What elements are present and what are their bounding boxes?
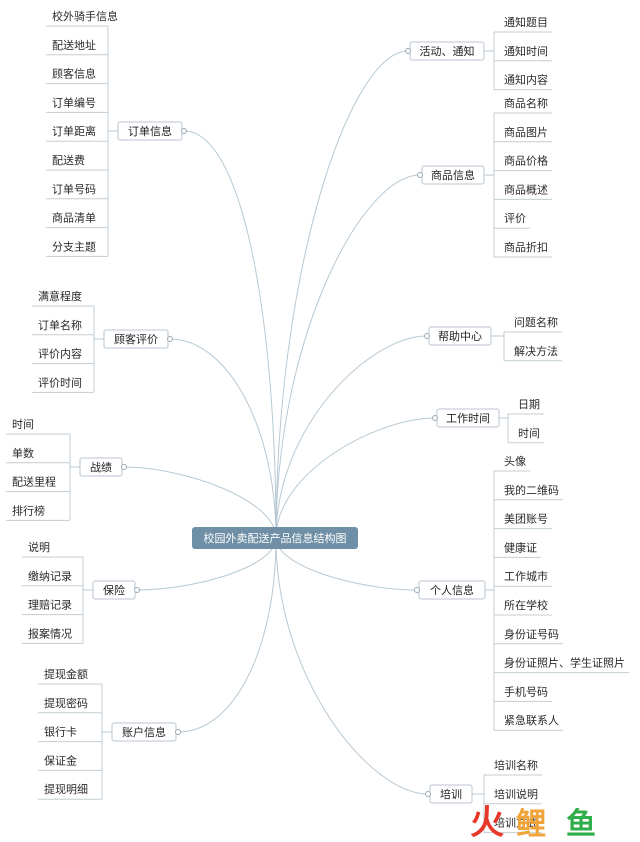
leaf-node[interactable]: 说明 [28, 540, 50, 554]
leaf-node[interactable]: 培训说明 [494, 787, 538, 801]
leaf-node[interactable]: 我的二维码 [504, 483, 559, 497]
leaf-node[interactable]: 工作城市 [504, 569, 548, 583]
leaf-node[interactable]: 解决方法 [514, 344, 558, 358]
leaf-node[interactable]: 时间 [518, 427, 540, 440]
leaf-node[interactable]: 健康证 [504, 540, 537, 554]
collapse-toggle-icon[interactable] [432, 415, 438, 421]
leaf-node[interactable]: 评价内容 [38, 347, 82, 361]
branch-connector [275, 335, 428, 539]
branch-node-label: 订单信息 [128, 124, 172, 138]
watermark-char-3: 鱼 [566, 807, 596, 842]
branch-node-label: 帮助中心 [438, 329, 482, 343]
leaf-node[interactable]: 日期 [518, 398, 540, 411]
leaf-node[interactable]: 提现密码 [44, 696, 88, 710]
leaf-node[interactable]: 通知内容 [504, 73, 548, 87]
branch-connector [275, 417, 436, 539]
branch-node-label: 保险 [103, 583, 125, 597]
branch-node-label: 战绩 [90, 461, 112, 474]
branch-connector [169, 338, 277, 539]
leaf-node[interactable]: 满意程度 [38, 289, 82, 303]
leaf-node[interactable]: 商品价格 [504, 154, 548, 168]
branch-node-label: 顾客评价 [114, 332, 158, 346]
leaf-node[interactable]: 顾客信息 [52, 67, 96, 81]
collapse-toggle-icon[interactable] [181, 128, 187, 134]
leaf-node[interactable]: 头像 [504, 455, 526, 468]
leaf-node[interactable]: 配送费 [52, 153, 85, 167]
leaf-node[interactable]: 时间 [12, 418, 34, 431]
root-node [192, 527, 358, 549]
branch-connector [275, 50, 409, 539]
watermark-char-2: 鲤 [516, 807, 546, 842]
leaf-node[interactable]: 美团账号 [504, 513, 548, 526]
branch-node-label: 商品信息 [431, 168, 475, 182]
branch-connector [275, 174, 421, 539]
leaf-node[interactable]: 缴纳记录 [28, 569, 72, 583]
collapse-toggle-icon[interactable] [134, 587, 140, 593]
leaf-node[interactable]: 配送地址 [52, 38, 96, 52]
collapse-toggle-icon[interactable] [167, 336, 173, 342]
root-node-label: 校园外卖配送产品信息结构图 [204, 531, 347, 545]
branch-node-label: 活动、通知 [420, 44, 475, 58]
leaf-node[interactable]: 银行卡 [44, 725, 77, 739]
branch-node-label: 培训 [440, 787, 462, 801]
leaf-node[interactable]: 订单号码 [52, 183, 96, 196]
node-layer: 校园外卖配送产品信息结构图 订单信息 校外骑手信息配送地址顾客信息订单编号订单距离配… [12, 9, 625, 830]
branch-node-label: 账户信息 [122, 725, 166, 739]
branch-connector [123, 466, 277, 539]
collapse-toggle-icon[interactable] [417, 172, 423, 178]
branch-node-label: 工作时间 [446, 412, 490, 425]
leaf-node[interactable]: 手机号码 [504, 684, 548, 698]
branch-connector [275, 537, 429, 795]
leaf-node[interactable]: 商品概述 [504, 182, 548, 196]
collapse-toggle-icon[interactable] [424, 333, 430, 339]
leaf-node[interactable]: 身份证照片、学生证照片 [504, 656, 625, 670]
leaf-node[interactable]: 培训方式 [494, 816, 538, 830]
leaf-node[interactable]: 所在学校 [504, 598, 548, 612]
branch-connector [183, 130, 277, 539]
leaf-node[interactable]: 排行榜 [12, 503, 45, 517]
leaf-node[interactable]: 分支主题 [52, 240, 96, 253]
watermark-logo: 火 鲤 鱼 [470, 803, 596, 842]
leaf-node[interactable]: 身份证号码 [504, 627, 559, 641]
leaf-node[interactable]: 报案情况 [28, 626, 72, 640]
leaf-node[interactable]: 紧急联系人 [504, 713, 559, 727]
collapse-toggle-icon[interactable] [425, 791, 431, 797]
leaf-node[interactable]: 问题名称 [514, 315, 558, 329]
leaf-node[interactable]: 提现明细 [44, 783, 88, 796]
leaf-node[interactable]: 订单距离 [52, 124, 96, 138]
leaf-node[interactable]: 商品清单 [52, 211, 96, 225]
leaf-node[interactable]: 单数 [12, 447, 34, 460]
collapse-toggle-icon[interactable] [414, 587, 420, 593]
leaf-node[interactable]: 通知时间 [504, 44, 548, 58]
collapse-toggle-icon[interactable] [121, 464, 127, 470]
leaf-node[interactable]: 通知题目 [504, 15, 548, 29]
collapse-toggle-icon[interactable] [405, 48, 411, 54]
leaf-node[interactable]: 配送里程 [12, 475, 56, 489]
leaf-node[interactable]: 评价 [504, 212, 526, 225]
leaf-node[interactable]: 商品图片 [504, 125, 548, 139]
leaf-node[interactable]: 培训名称 [494, 758, 538, 772]
branch-node-label: 个人信息 [430, 583, 474, 597]
connector-lines [6, 25, 629, 834]
watermark-char-1: 火 [470, 803, 504, 842]
leaf-node[interactable]: 订单编号 [52, 95, 96, 109]
leaf-node[interactable]: 理赔记录 [28, 598, 72, 612]
leaf-node[interactable]: 商品折扣 [504, 240, 548, 254]
leaf-node[interactable]: 评价时间 [38, 376, 82, 389]
leaf-node[interactable]: 校外骑手信息 [52, 9, 118, 23]
leaf-node[interactable]: 订单名称 [38, 318, 82, 332]
branch-connector [177, 537, 277, 733]
leaf-node[interactable]: 保证金 [44, 753, 77, 767]
leaf-node[interactable]: 提现金额 [44, 667, 88, 681]
collapse-toggle-icon[interactable] [175, 729, 181, 735]
leaf-node[interactable]: 商品名称 [504, 96, 548, 110]
